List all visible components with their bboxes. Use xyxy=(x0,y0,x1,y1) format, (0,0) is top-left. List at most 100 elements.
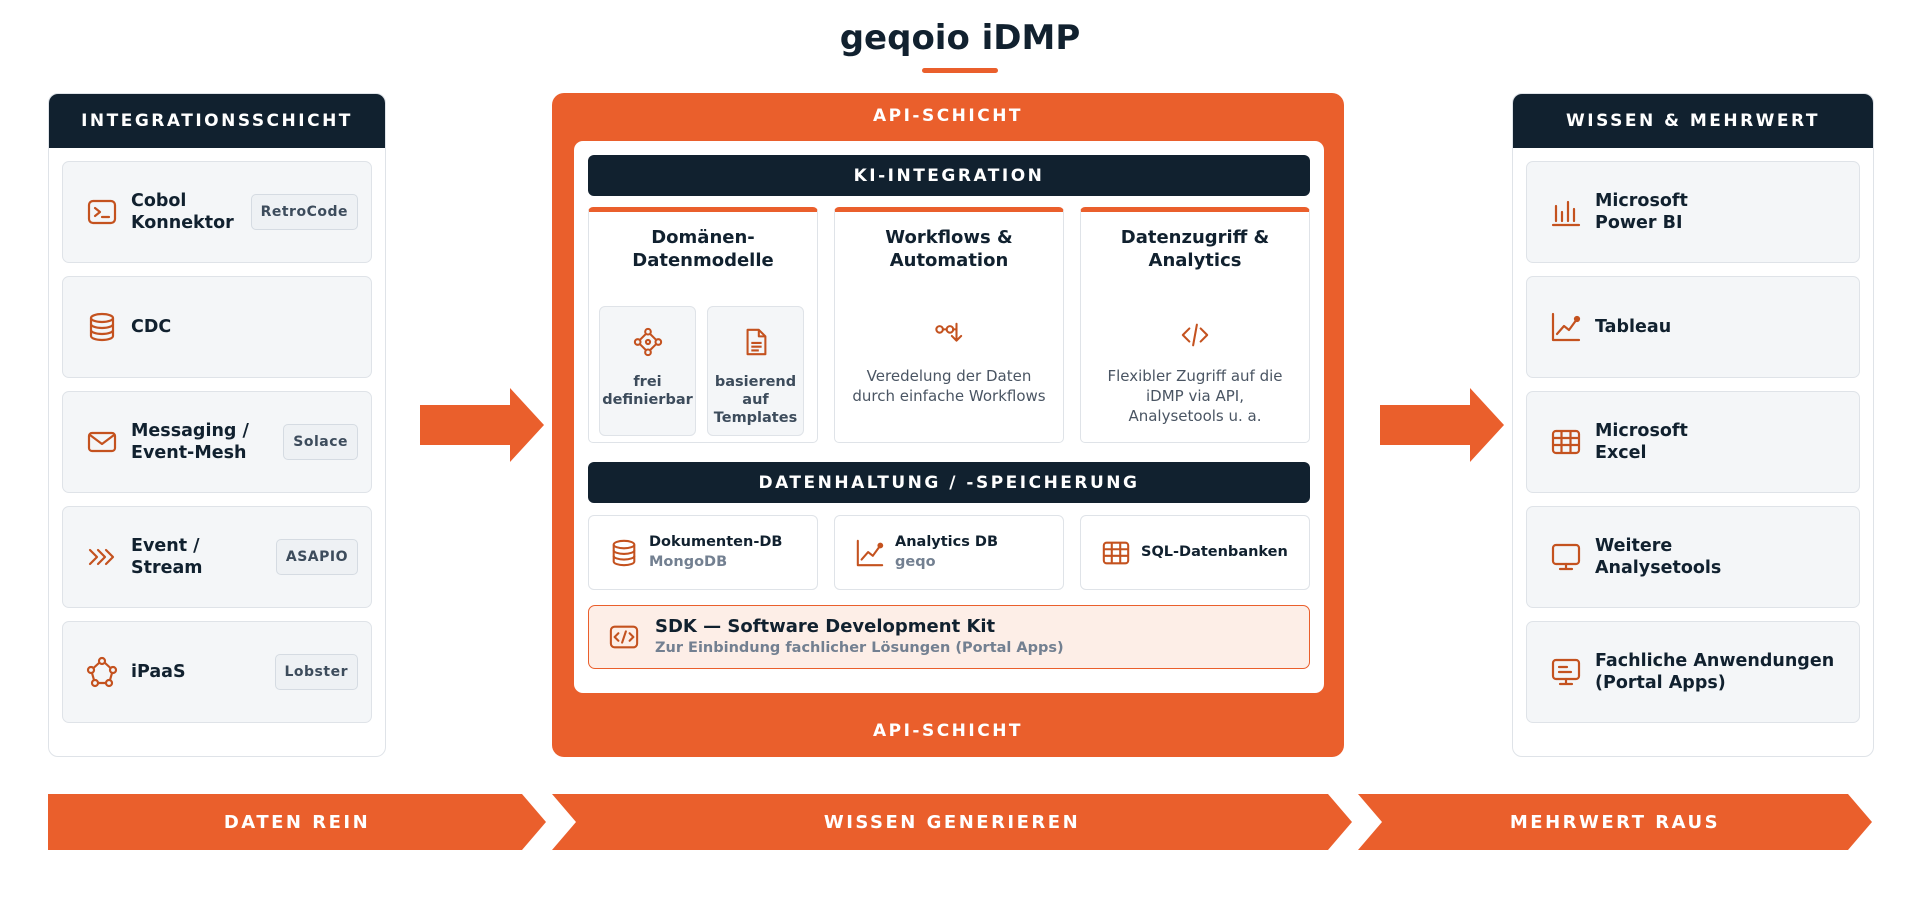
card-label-line-2: Event-Mesh xyxy=(131,443,247,463)
workflows-automation-column[interactable]: Workflows & Automation Veredelung der Da… xyxy=(834,207,1064,443)
document-icon xyxy=(708,327,803,357)
column-desc-line-2: iDMP via API, xyxy=(1146,387,1244,405)
api-layer-label-bottom: API-SCHICHT xyxy=(872,721,1024,741)
db-card-analytics[interactable]: Analytics DB geqo xyxy=(834,515,1064,590)
table-icon xyxy=(1101,537,1133,569)
sdk-subtitle: Zur Einbindung fachlicher Lösungen (Port… xyxy=(655,640,1064,656)
app-window-icon xyxy=(1549,655,1583,689)
integration-layer-panel: INTEGRATIONSSCHICHT Cobol Konnektor Retr… xyxy=(48,93,386,757)
monitor-icon xyxy=(1549,540,1583,574)
card-label-line-1: Microsoft xyxy=(1595,421,1688,441)
storage-bar: DATENHALTUNG / -SPEICHERUNG xyxy=(588,462,1310,503)
workflow-icon xyxy=(835,320,1063,350)
stage-label: MEHRWERT RAUS xyxy=(1509,811,1721,833)
card-label-line-2: Konnektor xyxy=(131,213,234,233)
card-label-line-2: Power BI xyxy=(1595,213,1683,233)
stream-chevrons-icon xyxy=(85,540,119,574)
network-icon xyxy=(600,327,695,357)
database-icon xyxy=(609,537,641,569)
card-excel[interactable]: Microsoft Excel xyxy=(1526,391,1860,493)
sub-card-freely-definable[interactable]: frei definierbar xyxy=(599,306,696,436)
card-other-analytics-tools[interactable]: Weitere Analysetools xyxy=(1526,506,1860,608)
card-label-line-1: CDC xyxy=(131,317,172,337)
stage-label: WISSEN GENERIEREN xyxy=(823,811,1081,833)
card-label-line-2: Analysetools xyxy=(1595,558,1722,578)
badge-asapio: ASAPIO xyxy=(275,539,358,575)
db-name: Analytics DB xyxy=(895,534,999,550)
api-layer-label-top: API-SCHICHT xyxy=(872,106,1024,126)
db-name: SQL-Datenbanken xyxy=(1141,544,1288,560)
stage-label: DATEN REIN xyxy=(223,811,371,833)
ki-integration-bar: KI-INTEGRATION xyxy=(588,155,1310,196)
column-desc-line-1: Flexibler Zugriff auf die xyxy=(1107,367,1283,385)
card-ipaas[interactable]: iPaaS Lobster xyxy=(62,621,372,723)
badge-retrocode: RetroCode xyxy=(250,194,358,230)
column-title-line-2: Datenmodelle xyxy=(632,250,774,271)
mail-icon xyxy=(85,425,119,459)
db-card-sql[interactable]: SQL-Datenbanken xyxy=(1080,515,1310,590)
stage-chevron-data-in: DATEN REIN xyxy=(48,794,546,850)
column-title-line-1: Datenzugriff & xyxy=(1120,227,1270,248)
card-messaging[interactable]: Messaging / Event-Mesh Solace xyxy=(62,391,372,493)
db-sub: geqo xyxy=(895,554,936,570)
card-label-line-1: Tableau xyxy=(1595,317,1672,337)
card-label-line-1: Weitere xyxy=(1595,536,1673,556)
data-access-analytics-column[interactable]: Datenzugriff & Analytics Flexibler Zugri… xyxy=(1080,207,1310,443)
card-label-line-2: Excel xyxy=(1595,443,1647,463)
column-desc-line-3: Analysetools u. a. xyxy=(1128,407,1262,425)
page-title: geqoio iDMP xyxy=(839,18,1081,58)
column-title-line-2: Analytics xyxy=(1148,250,1242,271)
knowledge-value-header: WISSEN & MEHRWERT xyxy=(1513,94,1873,148)
db-sub: MongoDB xyxy=(649,554,728,570)
flow-arrow-left xyxy=(420,388,544,462)
flow-arrow-right xyxy=(1380,388,1504,462)
table-icon xyxy=(1549,425,1583,459)
line-chart-icon xyxy=(1549,310,1583,344)
sub-label-line-1: basierend auf xyxy=(714,374,797,408)
platform-core: KI-INTEGRATION Domänen- Datenmodelle fre… xyxy=(574,141,1324,693)
badge-lobster: Lobster xyxy=(274,654,358,690)
card-label-line-1: Fachliche Anwendungen xyxy=(1595,651,1835,671)
column-desc-line-2: durch einfache Workflows xyxy=(852,387,1046,405)
card-label-line-1: Event / xyxy=(131,536,200,556)
terminal-icon xyxy=(85,195,119,229)
knowledge-value-panel: WISSEN & MEHRWERT Microsoft Power BI Tab… xyxy=(1512,93,1874,757)
db-name: Dokumenten-DB xyxy=(649,534,783,550)
card-label-line-1: iPaaS xyxy=(131,662,186,682)
card-label-line-1: Messaging / xyxy=(131,421,249,441)
network-icon xyxy=(85,655,119,689)
code-icon xyxy=(1081,320,1309,350)
line-chart-icon xyxy=(855,537,887,569)
column-title-line-1: Domänen- xyxy=(651,227,755,248)
sub-label-line-2: Templates xyxy=(713,410,798,426)
card-portal-apps[interactable]: Fachliche Anwendungen (Portal Apps) xyxy=(1526,621,1860,723)
bar-chart-icon xyxy=(1549,195,1583,229)
card-tableau[interactable]: Tableau xyxy=(1526,276,1860,378)
code-window-icon xyxy=(609,621,641,653)
stage-chevron-value-out: MEHRWERT RAUS xyxy=(1358,794,1872,850)
integration-layer-header: INTEGRATIONSSCHICHT xyxy=(49,94,385,148)
stage-chevron-generate-knowledge: WISSEN GENERIEREN xyxy=(552,794,1352,850)
card-label-line-2: Stream xyxy=(131,558,203,578)
db-card-documents[interactable]: Dokumenten-DB MongoDB xyxy=(588,515,818,590)
sub-label-line-2: definierbar xyxy=(602,392,693,408)
title-underline xyxy=(922,68,998,73)
sub-card-templates[interactable]: basierend auf Templates xyxy=(707,306,804,436)
card-power-bi[interactable]: Microsoft Power BI xyxy=(1526,161,1860,263)
column-desc-line-1: Veredelung der Daten xyxy=(866,367,1032,385)
domain-data-models-column: Domänen- Datenmodelle frei definierbar b… xyxy=(588,207,818,443)
column-title-line-1: Workflows & xyxy=(885,227,1013,248)
card-event-stream[interactable]: Event / Stream ASAPIO xyxy=(62,506,372,608)
sdk-card[interactable]: SDK — Software Development Kit Zur Einbi… xyxy=(588,605,1310,669)
card-label-line-2: (Portal Apps) xyxy=(1595,673,1726,693)
card-cobol-connector[interactable]: Cobol Konnektor RetroCode xyxy=(62,161,372,263)
sdk-title: SDK — Software Development Kit xyxy=(655,616,996,637)
sub-label-line-1: frei xyxy=(633,374,662,390)
card-label-line-1: Microsoft xyxy=(1595,191,1688,211)
api-layer-panel: API-SCHICHT KI-INTEGRATION Domänen- Date… xyxy=(552,93,1344,757)
badge-solace: Solace xyxy=(283,424,358,460)
column-title-line-2: Automation xyxy=(889,250,1009,271)
card-cdc[interactable]: CDC xyxy=(62,276,372,378)
card-label-line-1: Cobol xyxy=(131,191,187,211)
database-icon xyxy=(85,310,119,344)
